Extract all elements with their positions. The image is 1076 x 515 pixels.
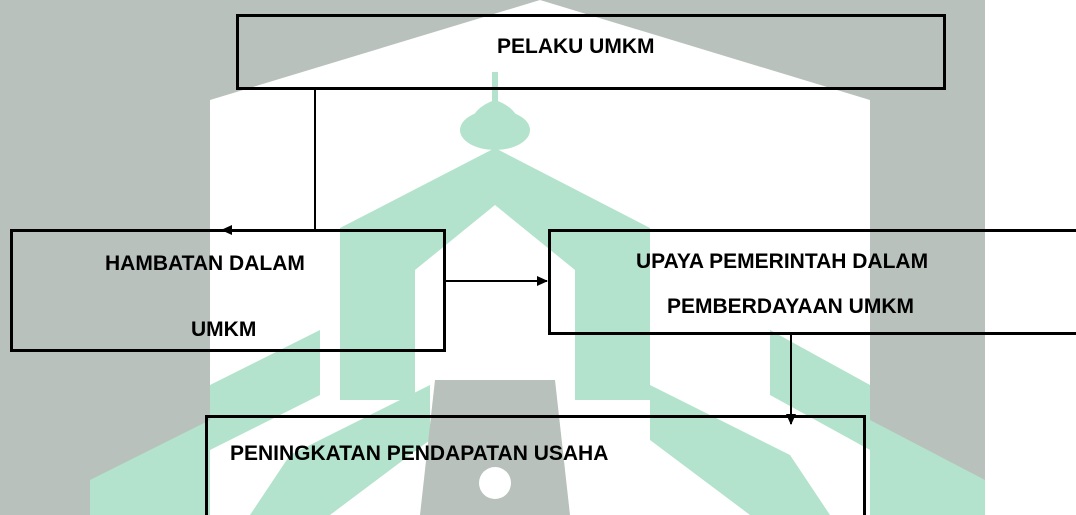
node-upaya-pemerintah — [548, 229, 1076, 335]
watermark-chevron — [340, 148, 650, 400]
watermark-chevron — [90, 420, 210, 515]
node-peningkatan-label: PENINGKATAN PENDAPATAN USAHA — [230, 442, 609, 465]
node-pelaku-umkm — [236, 14, 946, 90]
node-peningkatan-pendapatan — [205, 415, 866, 515]
watermark-door — [420, 380, 570, 515]
watermark-chevron — [210, 330, 320, 450]
node-hambatan-label-line2: UMKM — [191, 318, 257, 341]
node-hambatan-dalam-umkm — [10, 229, 446, 352]
watermark-dome — [460, 110, 530, 150]
watermark-frame — [92, 0, 540, 515]
node-upaya-label-line2: PEMBERDAYAAN UMKM — [667, 295, 914, 318]
watermark-keyhole — [479, 467, 511, 499]
node-hambatan-label-line1: HAMBATAN DALAM — [105, 252, 305, 275]
edge-pelaku-to-hambatan — [221, 88, 316, 235]
watermark-frame — [0, 0, 92, 515]
watermark-frame — [540, 0, 985, 515]
node-pelaku-label: PELAKU UMKM — [497, 35, 655, 58]
watermark-chevron — [870, 420, 985, 515]
node-upaya-label-line1: UPAYA PEMERINTAH DALAM — [636, 250, 929, 273]
watermark-chevron — [770, 330, 870, 450]
